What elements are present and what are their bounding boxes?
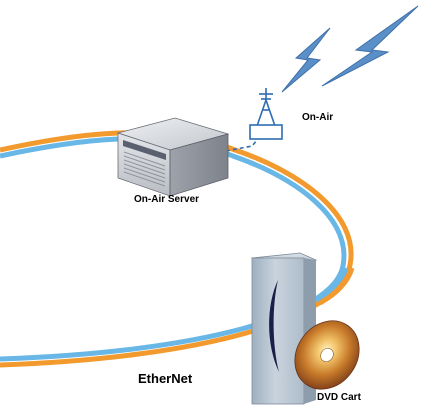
link-line xyxy=(225,138,259,152)
dvd-cart-icon xyxy=(250,252,318,405)
lightning-icon xyxy=(281,5,419,93)
antenna-tower-icon xyxy=(249,88,283,140)
on-air-server-label: On-Air Server xyxy=(134,194,200,205)
server-icon xyxy=(116,117,230,197)
ethernet-label: EtherNet xyxy=(138,371,193,386)
dvd-cart-label: DVD Cart xyxy=(317,392,361,403)
on-air-label: On-Air xyxy=(302,112,334,123)
dvd-disc-icon xyxy=(294,320,360,390)
ethernet-ring-overlap xyxy=(314,267,349,303)
